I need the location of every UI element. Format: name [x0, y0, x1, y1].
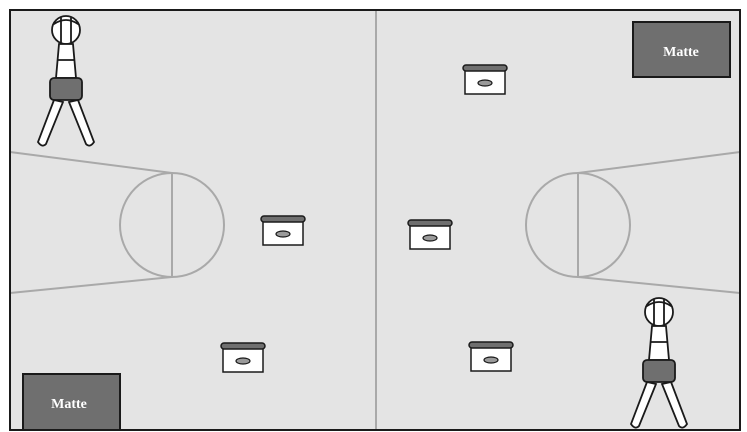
mat-bottom-left: Matte — [23, 374, 120, 430]
mat-label: Matte — [51, 397, 87, 412]
mat-label: Matte — [663, 45, 699, 60]
vaulting-box-icon — [221, 343, 265, 372]
mat-top-right: Matte — [633, 22, 730, 77]
vaulting-box-icon — [408, 220, 452, 249]
vaulting-box-icon — [261, 216, 305, 245]
vaulting-box-icon — [463, 65, 507, 94]
vaulting-box-icon — [469, 342, 513, 371]
